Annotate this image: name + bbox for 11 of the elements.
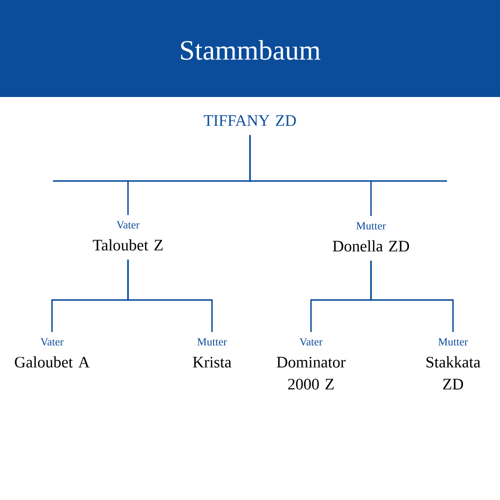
tree-line [127,260,213,332]
pedigree-entry: Vater Dominator 2000 Z [276,338,346,390]
pedigree-entry: Mutter Stakkata ZD [426,338,480,390]
pedigree-entry: Mutter Krista [192,338,232,368]
pedigree-entry: Mutter Donella ZD [332,222,410,252]
pedigree-entry: TIFFANY ZD [204,115,296,126]
pedigree-entry: Vater Taloubet Z [92,221,163,251]
tree-line [370,260,454,332]
pedigree-entry: Vater Galoubet A [14,338,90,368]
title-banner: Stammbaum [0,0,500,97]
tree-line [249,135,372,216]
